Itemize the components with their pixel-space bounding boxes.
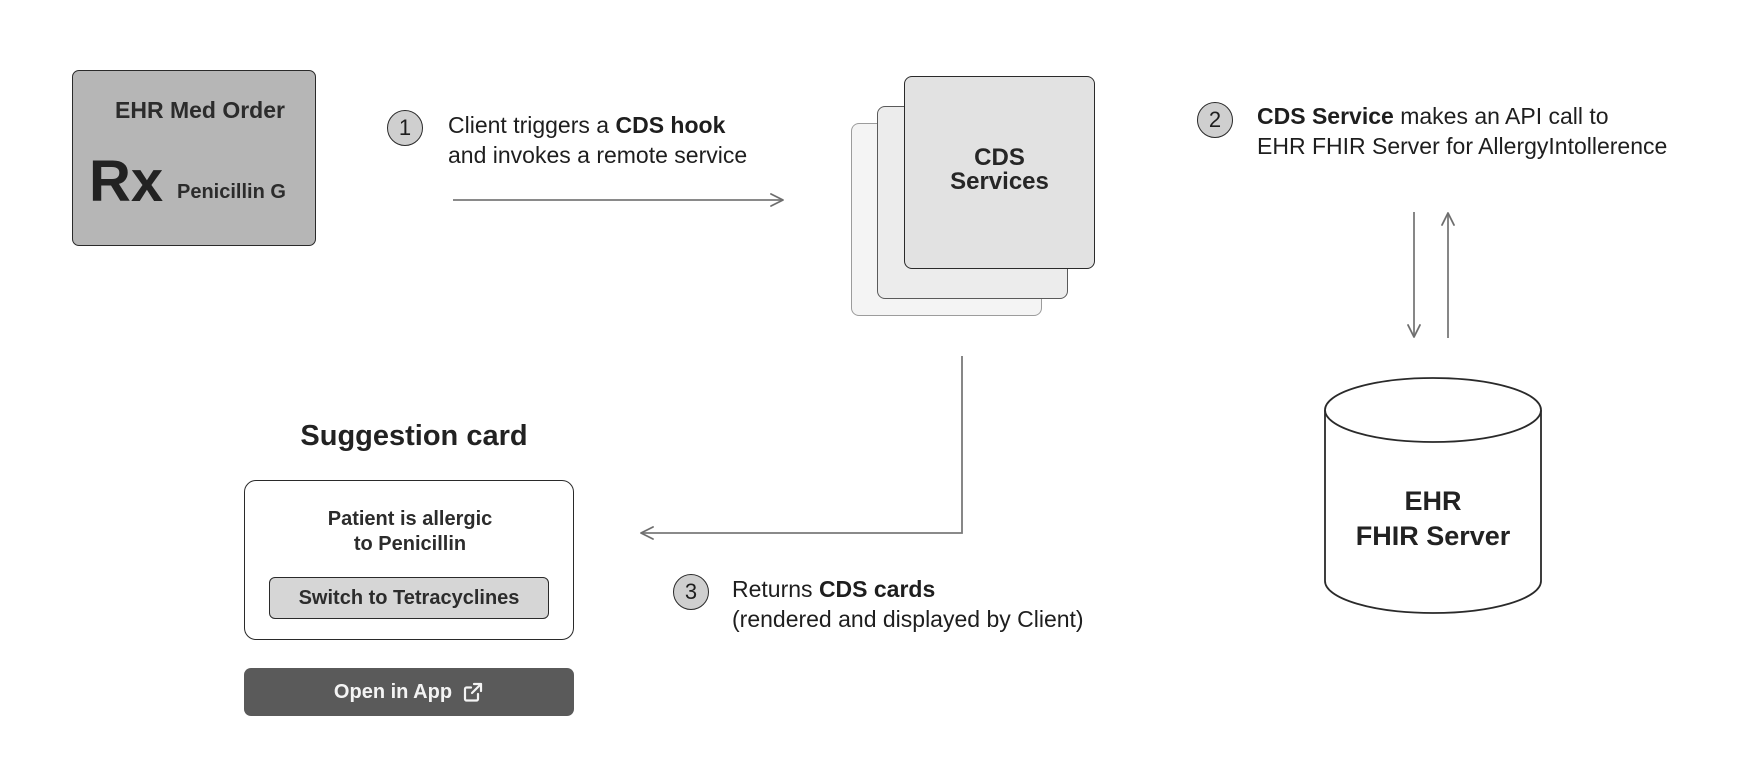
step-2-line-1: CDS Service makes an API call to [1257,101,1667,131]
step-3-bold: CDS cards [818,576,936,602]
step-3-badge: 3 [673,574,709,610]
step-3-line-2: (rendered and displayed by Client) [732,606,1084,632]
cds-service-card-front [904,76,1095,269]
cds-services-line-1: CDS [974,144,1025,171]
step-1-prefix: Client triggers a [448,112,616,138]
fhir-server-label: EHR FHIR Server [1325,484,1541,554]
step-2-text: CDS Service makes an API call to EHR FHI… [1257,101,1667,161]
open-in-app-label: Open in App [333,680,453,703]
step-1-bold: CDS hook [615,112,726,138]
suggestion-card: Patient is allergic to Penicillin Switch… [244,480,574,640]
cds-services-label: CDS Services [904,146,1095,194]
open-in-app-button[interactable]: Open in App [244,668,574,716]
external-link-icon [462,681,484,703]
rx-symbol: Rx [89,149,164,214]
fhir-server-line-2: FHIR Server [1355,521,1511,551]
med-order-title: EHR Med Order [115,97,285,123]
step-2-suffix: makes an API call to [1393,103,1609,129]
fhir-server-line-1: EHR [1404,486,1462,516]
return-cards-arrow [640,356,963,540]
database-cylinder-icon [1324,377,1542,614]
step-2-line-2: EHR FHIR Server for AllergyIntollerence [1257,133,1668,159]
suggestion-card-title: Suggestion card [300,420,528,452]
step-2-badge: 2 [1197,102,1233,138]
step-1-badge: 1 [387,110,423,146]
suggestion-message-line-1: Patient is allergic [327,508,493,530]
switch-to-tetracyclines-button[interactable]: Switch to Tetracyclines [269,577,549,619]
cds-services-line-2: Services [950,168,1049,195]
suggestion-message-line-2: to Penicillin [353,533,467,555]
step-3-line-1: Returns CDS cards [732,574,1084,604]
drug-name: Penicillin G [177,181,286,203]
step-1-line-2: and invokes a remote service [448,142,748,168]
step-1-line-1: Client triggers a CDS hook [448,110,747,140]
step-3-prefix: Returns [732,576,819,602]
step-2-bold: CDS Service [1257,103,1394,129]
step-3-text: Returns CDS cards (rendered and displaye… [732,574,1084,634]
step-1-text: Client triggers a CDS hook and invokes a… [448,110,747,170]
suggestion-message: Patient is allergic to Penicillin [245,507,575,557]
ehr-med-order-card: EHR Med Order Rx Penicillin G [72,70,316,246]
